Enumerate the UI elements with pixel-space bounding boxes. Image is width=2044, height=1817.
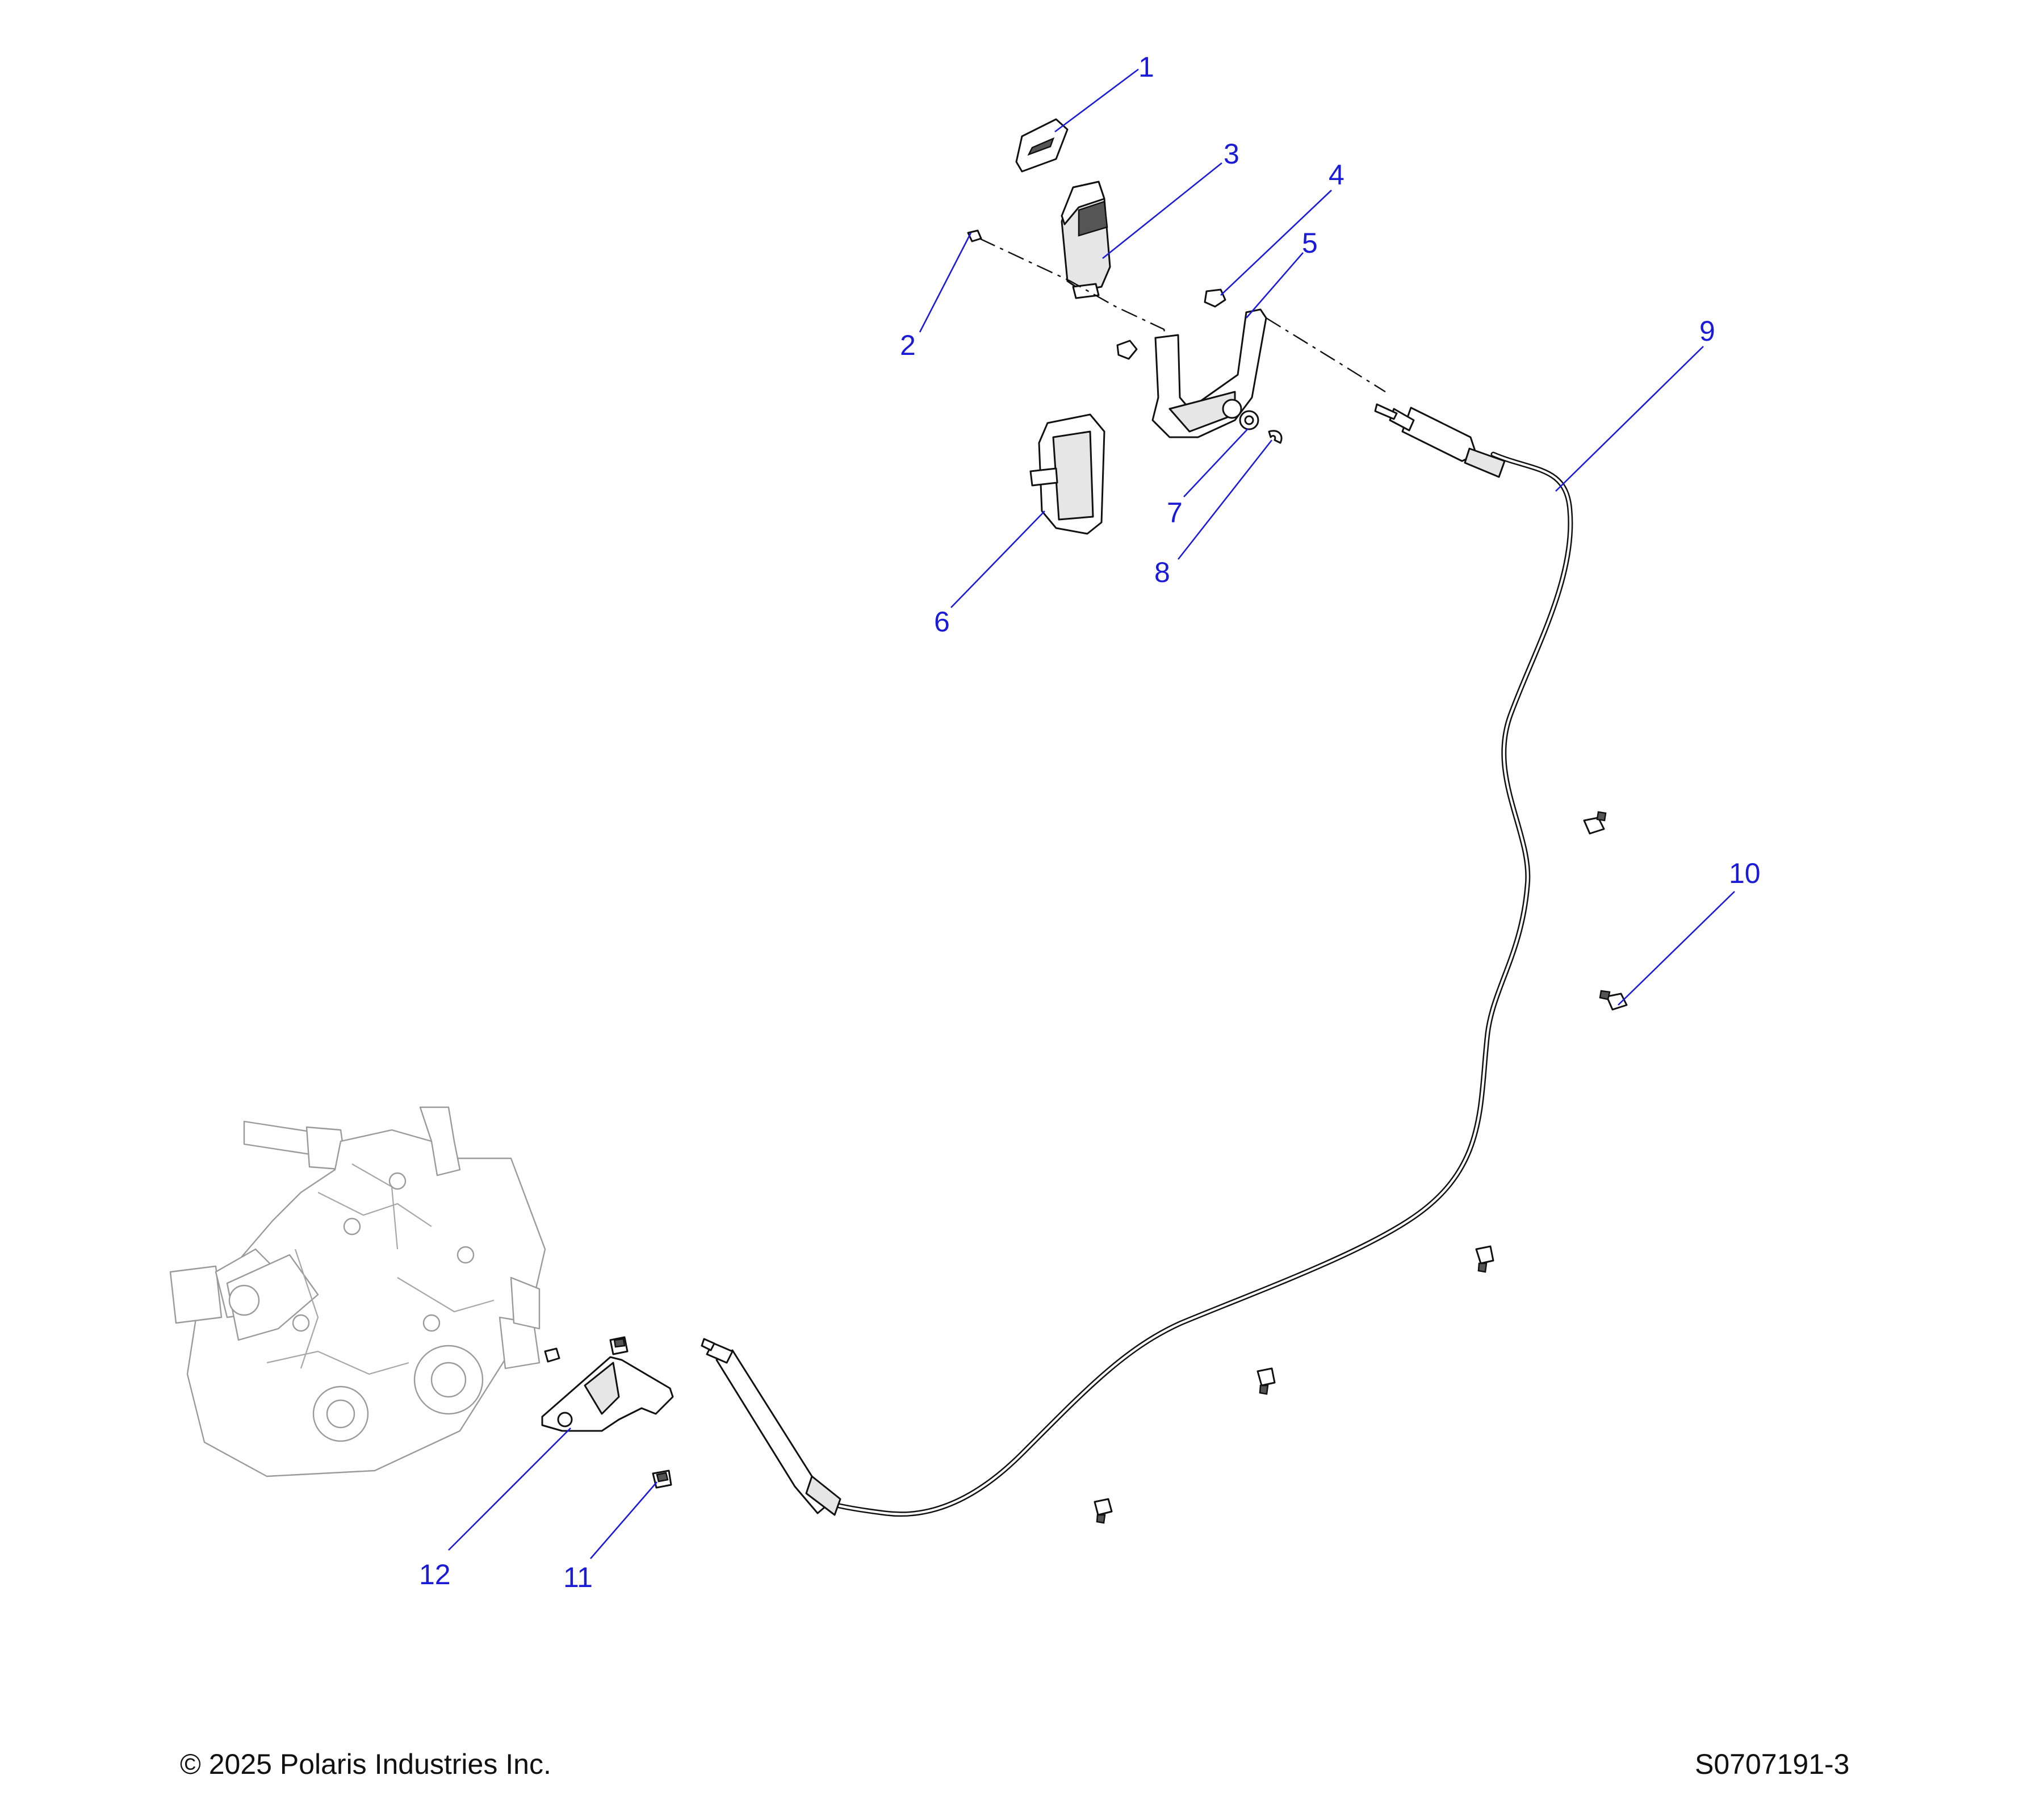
- callout-leaders: [448, 68, 1735, 1559]
- shift-lever-bracket: [1151, 308, 1386, 438]
- cable-mount-fasteners: [1094, 811, 1628, 1524]
- callout-4: 4: [1329, 159, 1344, 191]
- callout-2: 2: [900, 329, 916, 361]
- callout-labels: 1 2 3 4 5 6 7 8 9 10 11 12: [419, 51, 1761, 1593]
- callout-1: 1: [1138, 51, 1154, 83]
- lever-bushing: [1116, 340, 1138, 360]
- shift-cable: [701, 403, 1573, 1517]
- copyright-notice: © 2025 Polaris Industries Inc.: [180, 1748, 551, 1780]
- retaining-clip: [1268, 430, 1283, 444]
- bracket-bolts: [609, 1336, 672, 1489]
- callout-9: 9: [1699, 315, 1715, 347]
- shift-boot: [1029, 413, 1105, 535]
- callout-8: 8: [1154, 556, 1170, 588]
- figure-id: S0707191-3: [1695, 1748, 1850, 1780]
- callout-10: 10: [1729, 857, 1761, 889]
- callout-6: 6: [934, 606, 950, 638]
- transmission-illustration: [169, 1106, 546, 1477]
- callout-12: 12: [419, 1559, 451, 1590]
- lever-nut: [1204, 288, 1226, 308]
- callout-11: 11: [563, 1561, 593, 1593]
- callout-7: 7: [1167, 497, 1183, 529]
- shift-knob: [1061, 181, 1111, 299]
- callout-3: 3: [1224, 138, 1239, 170]
- cable-bracket: [541, 1347, 674, 1432]
- callout-5: 5: [1302, 227, 1318, 259]
